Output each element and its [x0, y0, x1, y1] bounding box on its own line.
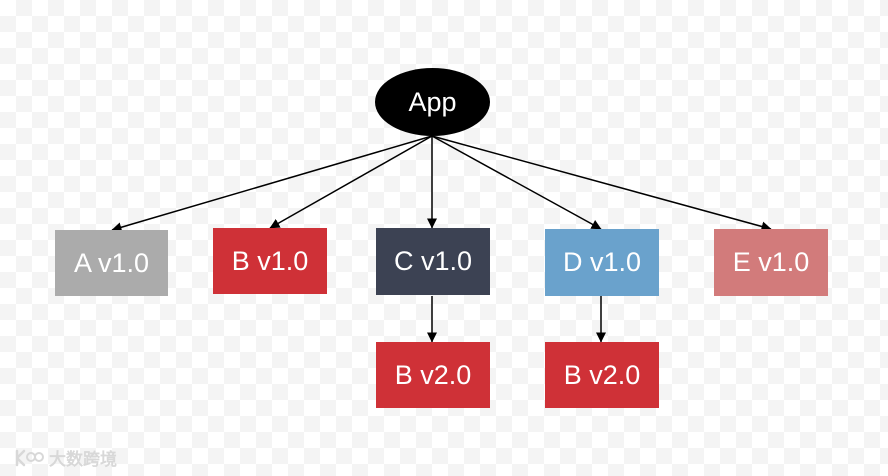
node-b-v1-label: B v1.0	[231, 245, 309, 276]
edge-app-to-e	[431, 135, 772, 232]
node-a-v1: A v1.0	[55, 230, 168, 296]
node-c-b-v2: B v2.0	[376, 342, 490, 408]
node-b-v1: B v1.0	[213, 228, 327, 294]
node-c-b-v2-label: B v2.0	[394, 359, 472, 390]
edge-app-to-a	[111, 135, 433, 233]
node-app: App	[375, 68, 490, 136]
node-app-label: App	[408, 86, 457, 117]
node-c-v1: C v1.0	[376, 228, 490, 295]
watermark: 大数跨境	[14, 445, 117, 470]
node-e-v1-label: E v1.0	[732, 247, 810, 277]
edge-app-to-b	[269, 135, 433, 229]
watermark-logo-icon	[15, 449, 44, 466]
node-d-v1-label: D v1.0	[562, 247, 642, 277]
edge-app-to-d	[431, 135, 602, 230]
node-e-v1: E v1.0	[714, 229, 828, 296]
node-d-v1: D v1.0	[545, 229, 659, 296]
node-d-b-v2: B v2.0	[545, 342, 659, 408]
node-d-b-v2-label: B v2.0	[563, 359, 641, 390]
watermark-text: 大数跨境	[49, 450, 117, 469]
node-a-v1-label: A v1.0	[73, 247, 150, 278]
node-c-v1-label: C v1.0	[393, 246, 473, 276]
